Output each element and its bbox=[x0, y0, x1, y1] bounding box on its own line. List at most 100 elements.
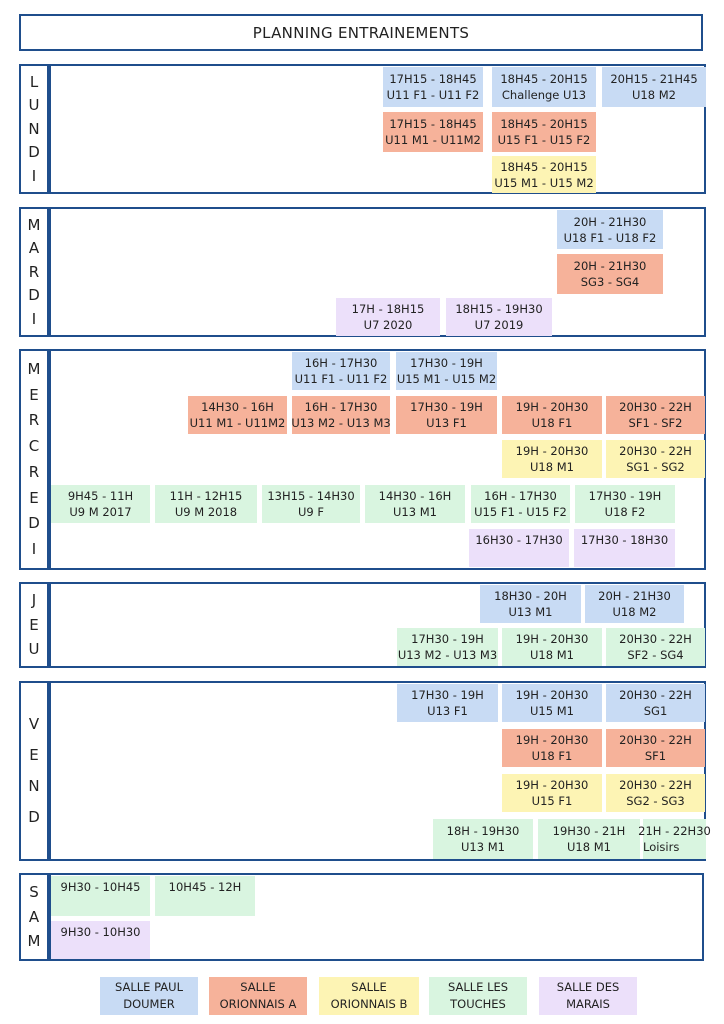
session-time: 19H - 20H30 bbox=[515, 632, 589, 646]
session-block[interactable]: 20H30 - 22H SG1 bbox=[606, 684, 705, 722]
session-group: U11 F1 - U11 F2 bbox=[294, 372, 388, 386]
session-time: 16H - 17H30 bbox=[484, 489, 557, 503]
legend-line: ORIONNAIS B bbox=[330, 997, 408, 1011]
legend-salle-orionnais-a: SALLE ORIONNAIS A bbox=[209, 977, 307, 1015]
session-time: 17H30 - 19H bbox=[410, 400, 483, 414]
session-group: U7 2020 bbox=[363, 318, 413, 332]
session-block[interactable]: 16H - 17H30 U15 F1 - U15 F2 bbox=[471, 485, 570, 523]
session-block[interactable]: 17H30 - 19H U13 F1 bbox=[396, 396, 497, 434]
session-group: U18 M2 bbox=[632, 88, 676, 102]
session-block[interactable]: 10H45 - 12H bbox=[155, 876, 255, 916]
session-block[interactable]: 17H15 - 18H45 U11 F1 - U11 F2 bbox=[383, 67, 483, 107]
session-time: 21H - 22H30 bbox=[638, 824, 711, 838]
session-group: U13 M1 bbox=[508, 605, 553, 619]
day-letter: E bbox=[29, 385, 39, 404]
day-letter: R bbox=[28, 411, 40, 430]
session-block[interactable]: 20H15 - 21H45 U18 M2 bbox=[602, 67, 706, 107]
session-group: U9 M 2018 bbox=[174, 505, 238, 519]
session-group: U18 M1 bbox=[567, 840, 611, 854]
session-block[interactable]: 17H30 - 19H U18 F2 bbox=[575, 485, 675, 523]
session-time: 20H30 - 22H bbox=[619, 778, 692, 792]
session-block[interactable]: 19H30 - 21H U18 M1 bbox=[538, 819, 640, 859]
session-group: U18 M2 bbox=[612, 605, 657, 619]
session-block[interactable]: 20H30 - 22H SG1 - SG2 bbox=[606, 440, 705, 478]
session-group: SF1 bbox=[644, 749, 667, 763]
session-block[interactable]: 19H - 20H30 U18 F1 bbox=[502, 396, 602, 434]
session-group: U13 M2 - U13 M3 bbox=[291, 416, 391, 430]
session-time: 17H30 - 19H bbox=[588, 489, 662, 503]
day-letter: U bbox=[28, 639, 40, 658]
session-block[interactable]: 17H30 - 18H30 bbox=[574, 529, 675, 567]
session-group: U15 M1 - U15 M2 bbox=[494, 175, 594, 190]
session-group: U15 F1 bbox=[531, 794, 573, 808]
session-block[interactable]: 18H15 - 19H30 U7 2019 bbox=[446, 298, 552, 336]
day-label-vendredi: V E N D bbox=[21, 683, 51, 859]
session-group: U15 F1 - U15 F2 bbox=[497, 133, 591, 147]
legend-salle-les-touches: SALLE LES TOUCHES bbox=[429, 977, 527, 1015]
day-letter: E bbox=[29, 488, 39, 507]
session-block[interactable]: 20H30 - 22H SF2 - SG4 bbox=[606, 628, 705, 666]
session-block[interactable]: 18H45 - 20H15 U15 F1 - U15 F2 bbox=[492, 112, 596, 152]
session-block[interactable]: 16H30 - 17H30 bbox=[469, 529, 569, 567]
session-block[interactable]: 19H - 20H30 U18 M1 bbox=[502, 628, 602, 666]
session-block[interactable]: 17H15 - 18H45 U11 M1 - U11M2 bbox=[383, 112, 483, 152]
day-letter: J bbox=[31, 591, 37, 610]
session-block[interactable]: 9H45 - 11H U9 M 2017 bbox=[51, 485, 150, 523]
legend-salle-des-marais: SALLE DES MARAIS bbox=[539, 977, 637, 1015]
day-section-vendredi: V E N D 17H30 - 19H U13 F1 19H - 20H30 U… bbox=[19, 681, 711, 861]
session-time: 9H45 - 11H bbox=[67, 489, 134, 503]
session-block[interactable]: 19H - 20H30 U15 M1 bbox=[502, 684, 602, 722]
day-section-mardi: M A R D I 20H - 21H30 U18 F1 - U18 F2 20… bbox=[19, 207, 706, 337]
session-group: U9 M 2017 bbox=[69, 505, 132, 519]
session-block[interactable]: 17H30 - 19H U15 M1 - U15 M2 bbox=[396, 352, 497, 390]
day-letter: N bbox=[28, 777, 40, 795]
session-block[interactable]: 9H30 - 10H30 bbox=[51, 921, 150, 959]
session-block[interactable]: 13H15 - 14H30 U9 F bbox=[262, 485, 360, 523]
day-section-jeudi: J E U 18H30 - 20H U13 M1 20H - 21H30 U18… bbox=[19, 582, 706, 668]
session-group: U13 M1 bbox=[393, 505, 437, 519]
session-block[interactable]: 20H - 21H30 SG3 - SG4 bbox=[557, 254, 663, 294]
session-block[interactable]: 18H30 - 20H U13 M1 bbox=[480, 585, 581, 623]
session-time: 19H30 - 21H bbox=[552, 824, 626, 838]
day-letter: A bbox=[28, 239, 40, 257]
legend-line: SALLE PAUL bbox=[114, 980, 183, 994]
session-block[interactable]: 9H30 - 10H45 bbox=[51, 876, 150, 916]
session-group: U13 F1 bbox=[426, 416, 467, 430]
day-letter: S bbox=[29, 882, 39, 901]
session-block[interactable]: 11H - 12H15 U9 M 2018 bbox=[155, 485, 257, 523]
session-time: 18H45 - 20H15 bbox=[500, 159, 588, 174]
session-time: 19H - 20H30 bbox=[515, 688, 589, 702]
session-block[interactable]: 20H30 - 22H SF1 bbox=[606, 729, 705, 767]
day-letter: E bbox=[29, 615, 39, 634]
session-block[interactable]: 19H - 20H30 U15 F1 bbox=[502, 774, 602, 812]
session-time: 17H30 - 18H30 bbox=[580, 533, 669, 547]
day-letter: I bbox=[31, 309, 37, 328]
session-block[interactable]: 17H30 - 19H U13 M2 - U13 M3 bbox=[397, 628, 498, 666]
session-block[interactable]: 20H - 21H30 U18 M2 bbox=[585, 585, 684, 623]
session-block[interactable]: 14H30 - 16H U13 M1 bbox=[365, 485, 465, 523]
session-block[interactable]: 16H - 17H30 U11 F1 - U11 F2 bbox=[292, 352, 390, 390]
session-block[interactable]: 21H - 22H30 Loisirs bbox=[638, 819, 711, 859]
session-group: U18 M1 bbox=[530, 460, 574, 474]
session-time: 16H30 - 17H30 bbox=[475, 533, 563, 547]
session-block[interactable]: 19H - 20H30 U18 M1 bbox=[502, 440, 602, 478]
session-block[interactable]: 18H - 19H30 U13 M1 bbox=[433, 819, 533, 859]
session-block[interactable]: 19H - 20H30 U18 F1 bbox=[502, 729, 602, 767]
session-block[interactable]: 20H - 21H30 U18 F1 - U18 F2 bbox=[557, 210, 663, 249]
session-group: SF1 - SF2 bbox=[628, 416, 683, 430]
session-block[interactable]: 20H30 - 22H SF1 - SF2 bbox=[606, 396, 705, 434]
session-block[interactable]: 18H45 - 20H15 Challenge U13 bbox=[492, 67, 596, 107]
session-block[interactable]: 20H30 - 22H SG2 - SG3 bbox=[606, 774, 705, 812]
legend-line: MARAIS bbox=[566, 997, 610, 1011]
session-block[interactable]: 18H45 - 20H15 U15 M1 - U15 M2 bbox=[492, 156, 596, 193]
session-group: U11 M1 - U11M2 bbox=[189, 416, 286, 430]
page-title-text: PLANNING ENTRAINEMENTS bbox=[252, 23, 470, 42]
session-block[interactable]: 14H30 - 16H U11 M1 - U11M2 bbox=[188, 396, 287, 434]
session-group: U13 M1 bbox=[461, 840, 505, 854]
legend-line: ORIONNAIS A bbox=[219, 997, 297, 1011]
legend-line: SALLE bbox=[351, 980, 387, 994]
session-block[interactable]: 17H30 - 19H U13 F1 bbox=[397, 684, 498, 722]
day-letter: V bbox=[28, 715, 40, 733]
session-block[interactable]: 17H - 18H15 U7 2020 bbox=[336, 298, 440, 336]
session-block[interactable]: 16H - 17H30 U13 M2 - U13 M3 bbox=[291, 396, 391, 434]
